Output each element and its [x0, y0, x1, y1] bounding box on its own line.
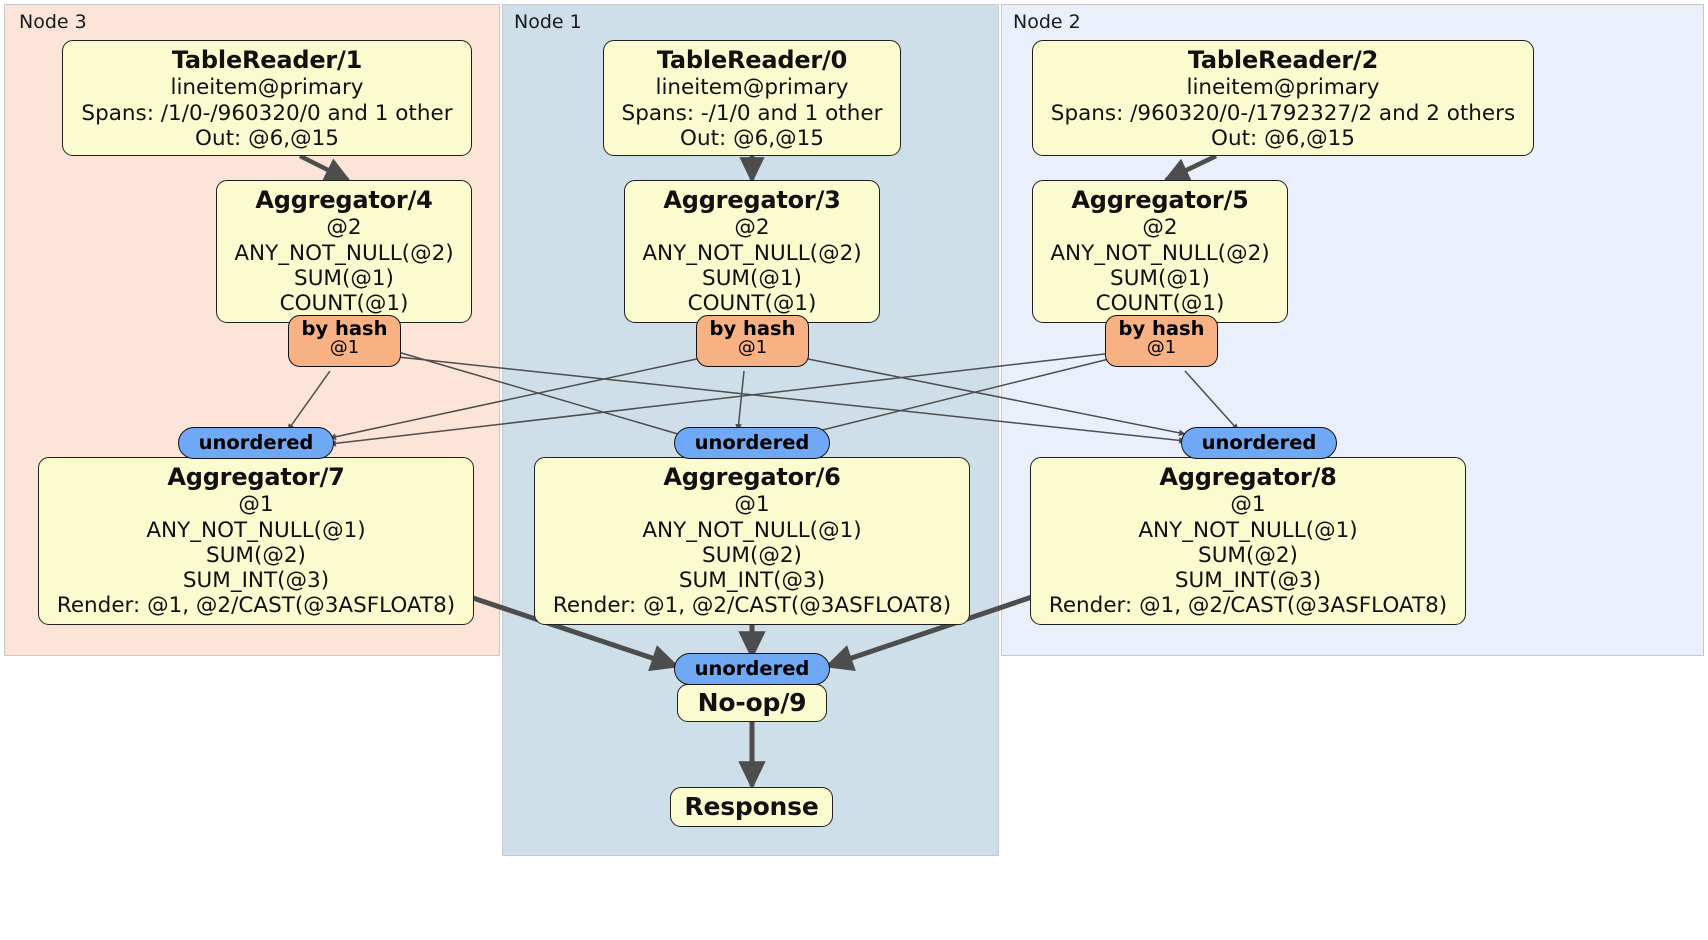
processor-title: Response: [684, 791, 819, 821]
hash-router-column: @1: [1146, 337, 1177, 359]
processor-title: Aggregator/7: [167, 463, 345, 491]
processor-title: Aggregator/5: [1071, 186, 1249, 214]
node-label-node1: Node 1: [514, 11, 582, 33]
processor-line: SUM(@1): [702, 265, 802, 291]
processor-line: Spans: /1/0-/960320/0 and 1 other: [81, 100, 453, 126]
synchronizer-left[interactable]: unordered: [178, 427, 334, 459]
processor-aggregator-5[interactable]: Aggregator/5 @2 ANY_NOT_NULL(@2) SUM(@1)…: [1032, 180, 1288, 323]
processor-line: SUM(@2): [206, 542, 306, 568]
processor-line: ANY_NOT_NULL(@2): [1050, 240, 1270, 266]
hash-router-label: by hash: [301, 317, 388, 340]
synchronizer-center[interactable]: unordered: [674, 427, 830, 459]
processor-line: Out: @6,@15: [680, 125, 824, 151]
processor-table-reader-2[interactable]: TableReader/2 lineitem@primary Spans: /9…: [1032, 40, 1534, 156]
processor-title: Aggregator/4: [255, 186, 433, 214]
processor-aggregator-7[interactable]: Aggregator/7 @1 ANY_NOT_NULL(@1) SUM(@2)…: [38, 457, 474, 625]
processor-table-reader-1[interactable]: TableReader/1 lineitem@primary Spans: /1…: [62, 40, 472, 156]
hash-router-label: by hash: [1118, 317, 1205, 340]
processor-response[interactable]: Response: [670, 787, 833, 827]
processor-title: Aggregator/8: [1159, 463, 1337, 491]
processor-aggregator-8[interactable]: Aggregator/8 @1 ANY_NOT_NULL(@1) SUM(@2)…: [1030, 457, 1466, 625]
processor-line: COUNT(@1): [279, 291, 409, 317]
processor-line: COUNT(@1): [1095, 291, 1225, 317]
processor-line: lineitem@primary: [1186, 75, 1380, 101]
processor-line: Spans: /960320/0-/1792327/2 and 2 others: [1050, 100, 1516, 126]
processor-line: @2: [1142, 215, 1178, 241]
processor-line: SUM(@1): [1110, 265, 1210, 291]
processor-table-reader-0[interactable]: TableReader/0 lineitem@primary Spans: -/…: [603, 40, 901, 156]
synchronizer-final[interactable]: unordered: [674, 653, 830, 685]
processor-line: ANY_NOT_NULL(@1): [1138, 517, 1358, 543]
processor-line: Out: @6,@15: [195, 125, 339, 151]
processor-aggregator-4[interactable]: Aggregator/4 @2 ANY_NOT_NULL(@2) SUM(@1)…: [216, 180, 472, 323]
hash-router-label: by hash: [709, 317, 796, 340]
node-label-node2: Node 2: [1013, 11, 1081, 33]
hash-router-column: @1: [737, 337, 768, 359]
processor-title: Aggregator/3: [663, 186, 841, 214]
processor-title: TableReader/1: [171, 46, 363, 74]
hash-router-left[interactable]: by hash @1: [288, 315, 401, 367]
processor-line: ANY_NOT_NULL(@2): [642, 240, 862, 266]
processor-line: ANY_NOT_NULL(@1): [642, 517, 862, 543]
processor-line: @1: [238, 492, 274, 518]
hash-router-column: @1: [329, 337, 360, 359]
processor-line: COUNT(@1): [687, 291, 817, 317]
processor-line: Out: @6,@15: [1211, 125, 1355, 151]
processor-render-line: Render: @1, @2/CAST(@3ASFLOAT8): [56, 593, 456, 619]
processor-line: Spans: -/1/0 and 1 other: [621, 100, 883, 126]
processor-line: @1: [734, 492, 770, 518]
processor-line: @2: [326, 215, 362, 241]
processor-line: lineitem@primary: [170, 75, 364, 101]
processor-aggregator-3[interactable]: Aggregator/3 @2 ANY_NOT_NULL(@2) SUM(@1)…: [624, 180, 880, 323]
processor-title: TableReader/2: [1187, 46, 1379, 74]
processor-line: lineitem@primary: [655, 75, 849, 101]
processor-title: TableReader/0: [656, 46, 848, 74]
hash-router-right[interactable]: by hash @1: [1105, 315, 1218, 367]
processor-render-line: Render: @1, @2/CAST(@3ASFLOAT8): [1048, 593, 1448, 619]
processor-aggregator-6[interactable]: Aggregator/6 @1 ANY_NOT_NULL(@1) SUM(@2)…: [534, 457, 970, 625]
processor-render-line: Render: @1, @2/CAST(@3ASFLOAT8): [552, 593, 952, 619]
synchronizer-label: unordered: [1201, 431, 1317, 455]
synchronizer-label: unordered: [694, 431, 810, 455]
processor-title: Aggregator/6: [663, 463, 841, 491]
processor-title: No-op/9: [697, 687, 807, 717]
synchronizer-label: unordered: [198, 431, 314, 455]
processor-line: SUM(@1): [294, 265, 394, 291]
processor-line: SUM(@2): [1198, 542, 1298, 568]
processor-line: @2: [734, 215, 770, 241]
node-label-node3: Node 3: [19, 11, 87, 33]
processor-noop-9[interactable]: No-op/9: [677, 684, 827, 722]
processor-line: @1: [1230, 492, 1266, 518]
synchronizer-label: unordered: [694, 657, 810, 681]
processor-line: SUM_INT(@3): [182, 568, 330, 594]
processor-line: ANY_NOT_NULL(@2): [234, 240, 454, 266]
hash-router-center[interactable]: by hash @1: [696, 315, 809, 367]
processor-line: ANY_NOT_NULL(@1): [146, 517, 366, 543]
processor-line: SUM(@2): [702, 542, 802, 568]
processor-line: SUM_INT(@3): [678, 568, 826, 594]
synchronizer-right[interactable]: unordered: [1181, 427, 1337, 459]
processor-line: SUM_INT(@3): [1174, 568, 1322, 594]
